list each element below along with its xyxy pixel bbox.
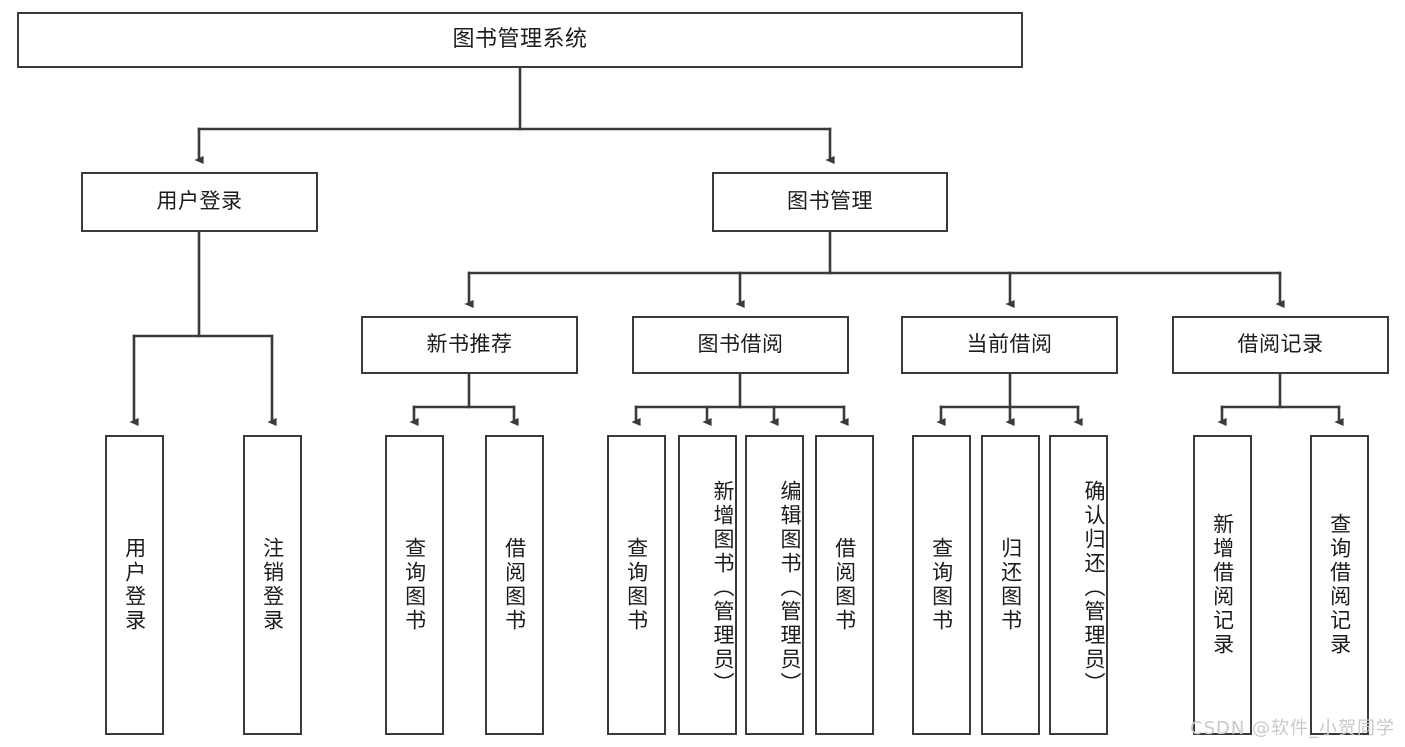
leaf-borrow-borrow-book[interactable]: 借阅图书 [815, 435, 874, 735]
node-label: 查询图书 [929, 537, 954, 633]
node-label: 用户登录 [122, 537, 147, 633]
node-label: 图书管理 [787, 189, 873, 214]
node-label: 查询图书 [624, 537, 649, 633]
node-book-borrow[interactable]: 图书借阅 [632, 316, 849, 374]
node-book-management[interactable]: 图书管理 [712, 172, 948, 232]
leaf-record-add-record[interactable]: 新增借阅记录 [1193, 435, 1252, 735]
node-label: 图书管理系统 [452, 26, 588, 52]
node-label: 查询借阅记录 [1327, 513, 1352, 657]
node-borrow-record[interactable]: 借阅记录 [1172, 316, 1389, 374]
leaf-borrow-edit-book-admin[interactable]: 编辑图书（管理员） [745, 435, 804, 735]
node-label: 当前借阅 [966, 332, 1053, 357]
node-label: 归还图书 [998, 537, 1023, 633]
node-label: 借阅记录 [1237, 332, 1324, 357]
node-label: 图书借阅 [697, 332, 784, 357]
csdn-watermark: CSDN @软件_小贺同学 [1190, 718, 1396, 739]
node-root-system[interactable]: 图书管理系统 [17, 12, 1023, 68]
node-current-borrow[interactable]: 当前借阅 [901, 316, 1118, 374]
node-label: 新增借阅记录 [1210, 513, 1235, 657]
node-label: 查询图书 [402, 537, 427, 633]
leaf-current-return-book[interactable]: 归还图书 [981, 435, 1040, 735]
node-label: 新书推荐 [426, 332, 513, 357]
leaf-new-book-query[interactable]: 查询图书 [385, 435, 444, 735]
node-label: 编辑图书（管理员） [778, 480, 802, 696]
node-new-book-recommend[interactable]: 新书推荐 [361, 316, 578, 374]
leaf-record-query-record[interactable]: 查询借阅记录 [1310, 435, 1369, 735]
node-label: 新增图书（管理员） [711, 480, 735, 696]
leaf-current-confirm-return-admin[interactable]: 确认归还（管理员） [1049, 435, 1108, 735]
node-user-login[interactable]: 用户登录 [81, 172, 318, 232]
leaf-new-book-borrow[interactable]: 借阅图书 [485, 435, 544, 735]
node-label: 借阅图书 [832, 537, 857, 633]
leaf-current-query-book[interactable]: 查询图书 [912, 435, 971, 735]
leaf-borrow-add-book-admin[interactable]: 新增图书（管理员） [678, 435, 737, 735]
node-label: 确认归还（管理员） [1082, 480, 1106, 696]
node-label: 用户登录 [156, 189, 243, 214]
leaf-borrow-query-book[interactable]: 查询图书 [607, 435, 666, 735]
node-label: 注销登录 [260, 537, 285, 633]
leaf-user-login-logout[interactable]: 注销登录 [243, 435, 302, 735]
leaf-user-login-login[interactable]: 用户登录 [105, 435, 164, 735]
node-label: 借阅图书 [502, 537, 527, 633]
